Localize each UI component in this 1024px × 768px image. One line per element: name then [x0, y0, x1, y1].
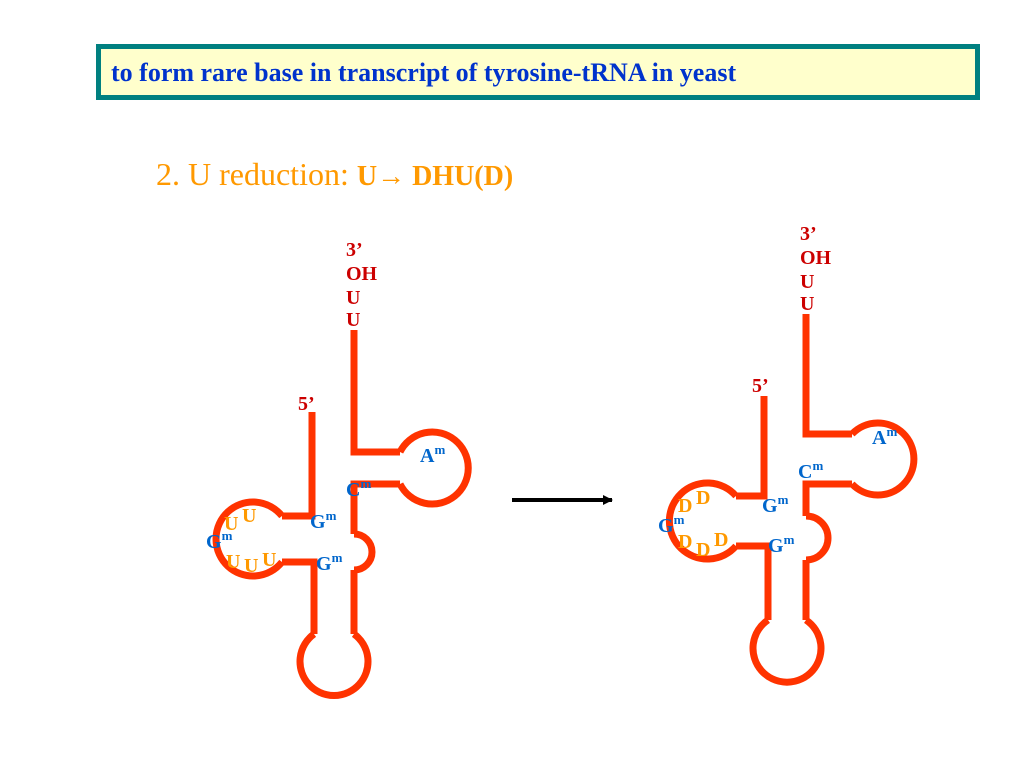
subtitle-prefix: 2. U reduction:: [156, 156, 357, 192]
left-loop-base: U: [226, 551, 240, 573]
left-3-prime-label: 3’: [346, 239, 363, 261]
left-5-prime-strand: [282, 412, 316, 520]
right-variable-loop: [805, 512, 832, 564]
right-anticodon-loop: [749, 617, 825, 686]
slide-title: to form rare base in transcript of tyros…: [111, 58, 737, 87]
right-u1-label: U: [800, 271, 814, 293]
right-gm-bottom-label: Gm: [768, 532, 795, 557]
title-box: to form rare base in transcript of tyros…: [96, 44, 980, 100]
right-gm-loop-label: Gm: [658, 512, 685, 537]
left-anticodon-loop: [296, 631, 372, 699]
right-d-loop: [665, 479, 739, 563]
left-3-prime-strand: [350, 330, 400, 456]
left-backbone-right: [350, 480, 400, 534]
left-t-loop: [396, 428, 472, 508]
right-3-prime-strand: [802, 314, 852, 438]
left-loop-base: U: [242, 505, 256, 527]
right-t-loop: [849, 419, 918, 499]
right-loop-base: D: [714, 529, 728, 551]
left-u2-label: U: [346, 309, 360, 331]
left-d-loop: [212, 498, 285, 580]
left-trna: 3’ OH U U 5’ Am Cm Gm Gm Gm U U U U U: [206, 239, 472, 699]
left-loop-base: U: [262, 549, 276, 571]
right-am-label: Am: [872, 424, 897, 449]
left-loop-base: U: [224, 513, 238, 535]
left-gm-bottom-label: Gm: [316, 550, 343, 575]
right-d-stem-bottom: [736, 542, 772, 620]
right-loop-base: D: [696, 487, 710, 509]
right-cm-label: Cm: [798, 458, 823, 483]
left-oh-label: OH: [346, 263, 378, 285]
left-cm-label: Cm: [346, 476, 371, 501]
right-oh-label: OH: [800, 247, 832, 269]
subtitle-rest: DHU(D): [405, 161, 514, 192]
left-u1-label: U: [346, 287, 360, 309]
right-trna: 3’ OH U U 5’ Am Cm Gm Gm Gm D D D D D: [658, 223, 918, 686]
right-5-prime-strand: [736, 396, 768, 500]
subtitle-bold-u: U: [356, 161, 378, 192]
left-gm-top-label: Gm: [310, 508, 337, 533]
subtitle-arrow: →: [377, 161, 406, 192]
left-loop-base: U: [244, 555, 258, 577]
right-gm-top-label: Gm: [762, 492, 789, 517]
right-loop-base: D: [678, 495, 692, 517]
right-backbone-right: [802, 480, 852, 516]
right-u2-label: U: [800, 293, 814, 315]
left-5-prime-label: 5’: [298, 393, 315, 415]
subtitle: 2. U reduction: U→ DHU(D): [156, 156, 513, 193]
left-am-label: Am: [420, 442, 445, 467]
right-5-prime-label: 5’: [752, 375, 769, 397]
right-loop-base: D: [678, 531, 692, 553]
left-gm-loop-label: Gm: [206, 528, 233, 553]
right-loop-base: D: [696, 539, 710, 561]
left-variable-loop: [353, 530, 376, 574]
right-3-prime-label: 3’: [800, 223, 817, 245]
left-d-stem-bottom: [282, 558, 318, 634]
